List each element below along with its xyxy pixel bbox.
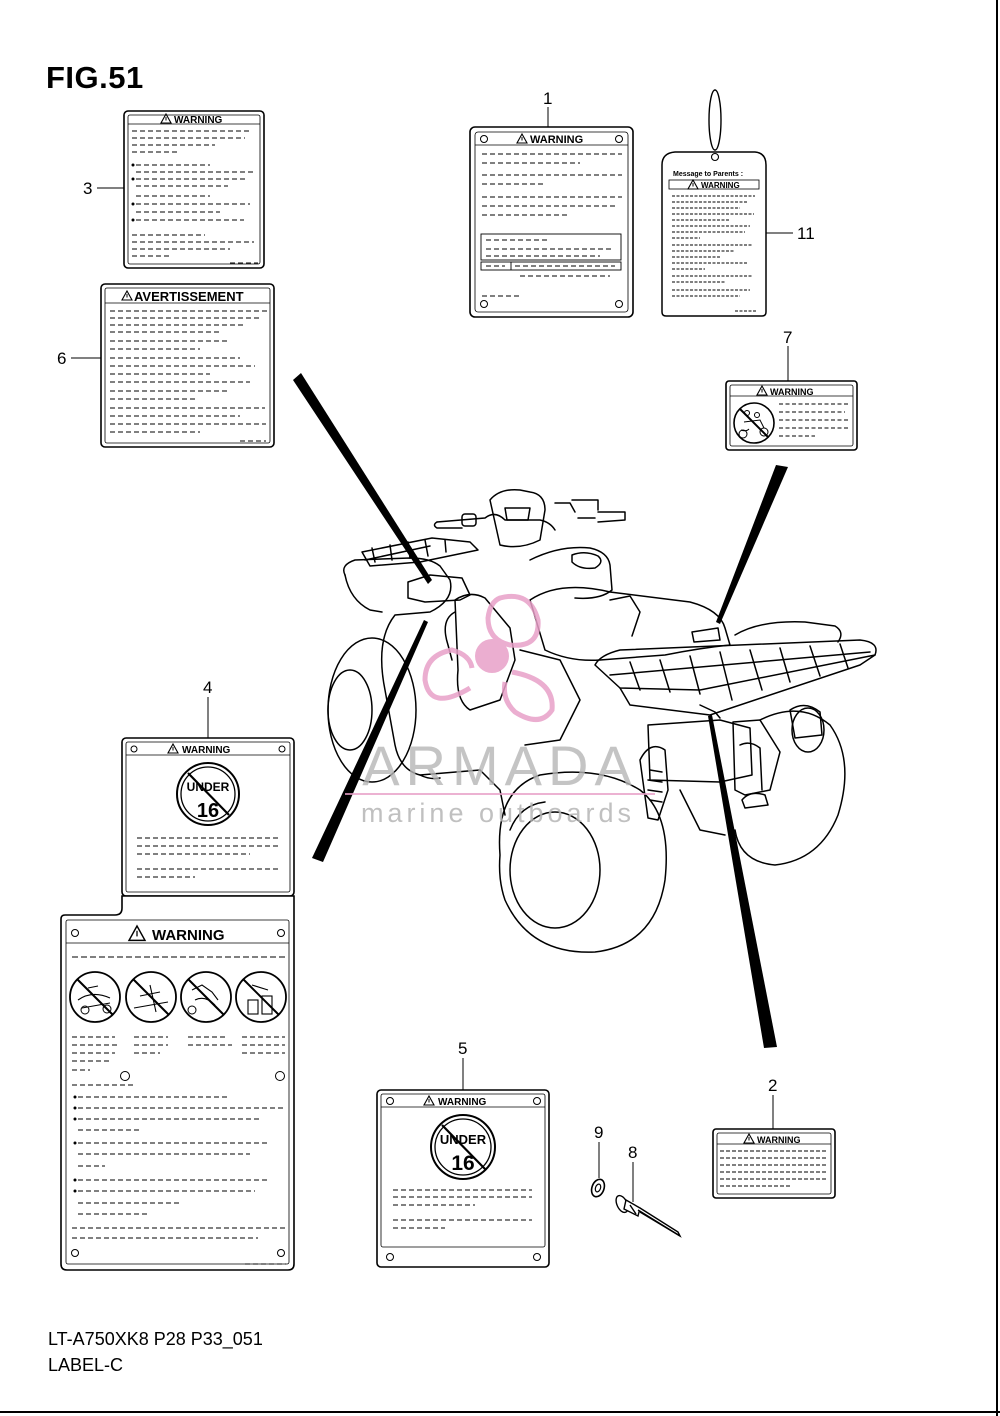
label-5-header: WARNING [438,1097,487,1108]
page-border-bottom [0,1411,1000,1413]
label-7-header: WARNING [770,387,814,397]
no-under-16-icon: UNDER 16 [430,1114,496,1180]
callout-6: 6 [57,349,66,368]
prohibition-icons [69,971,287,1023]
label-6-header: AVERTISSEMENT [134,289,244,304]
label-5: WARNING UNDER 16 [376,1089,550,1268]
watermark-tagline: marine outboards [361,798,635,828]
section-name: LABEL-C [48,1355,124,1375]
no-passenger-icon [69,971,121,1023]
part-9-washer [590,1178,606,1198]
label-3: WARNING [123,110,265,269]
label-11-message-title: Message to Parents : [673,171,743,178]
page-border-right [996,0,998,1416]
callout-3: 3 [83,179,92,198]
age-text: 16 [451,1152,474,1175]
model-code: LT-A750XK8 P28 P33_051 [48,1329,263,1349]
under-text: UNDER [187,780,230,794]
callout-4: 4 [203,678,212,697]
label-1-header: WARNING [530,134,583,146]
leader-lines [293,373,788,1048]
label-7: WARNING [725,380,858,451]
label-4-upper-header: WARNING [182,745,231,756]
callout-7: 7 [783,328,792,347]
label-1: WARNING [469,126,634,318]
part-8-rivet [615,1194,682,1238]
label-3-header: WARNING [174,115,223,126]
label-4: WARNING UNDER 16 [60,737,295,1271]
no-street-icon [125,971,177,1023]
callout-5: 5 [458,1039,467,1058]
watermark-logo [422,593,555,722]
watermark-brand: ARMADA [362,734,638,797]
callout-9: 9 [594,1123,603,1142]
under-text: UNDER [440,1132,487,1147]
callout-1: 1 [543,89,552,108]
figure-title: FIG.51 [46,60,144,95]
callout-11: 11 [797,224,815,243]
age-text: 16 [197,800,219,822]
no-under-16-icon: UNDER 16 [176,762,240,826]
label-2: WARNING [712,1128,836,1199]
label-4-lower-header: WARNING [152,927,225,944]
callout-8: 8 [628,1143,637,1162]
no-passenger-icon [738,410,769,439]
label-6: AVERTISSEMENT [100,283,275,448]
no-alcohol-icon [180,971,232,1023]
callout-2: 2 [768,1076,777,1095]
label-11-hang-tag: Message to Parents : WARNING [661,89,767,317]
label-11-header: WARNING [701,181,740,190]
atv-illustration [327,488,877,953]
label-2-header: WARNING [757,1135,801,1145]
no-helmet-icon [235,971,287,1023]
